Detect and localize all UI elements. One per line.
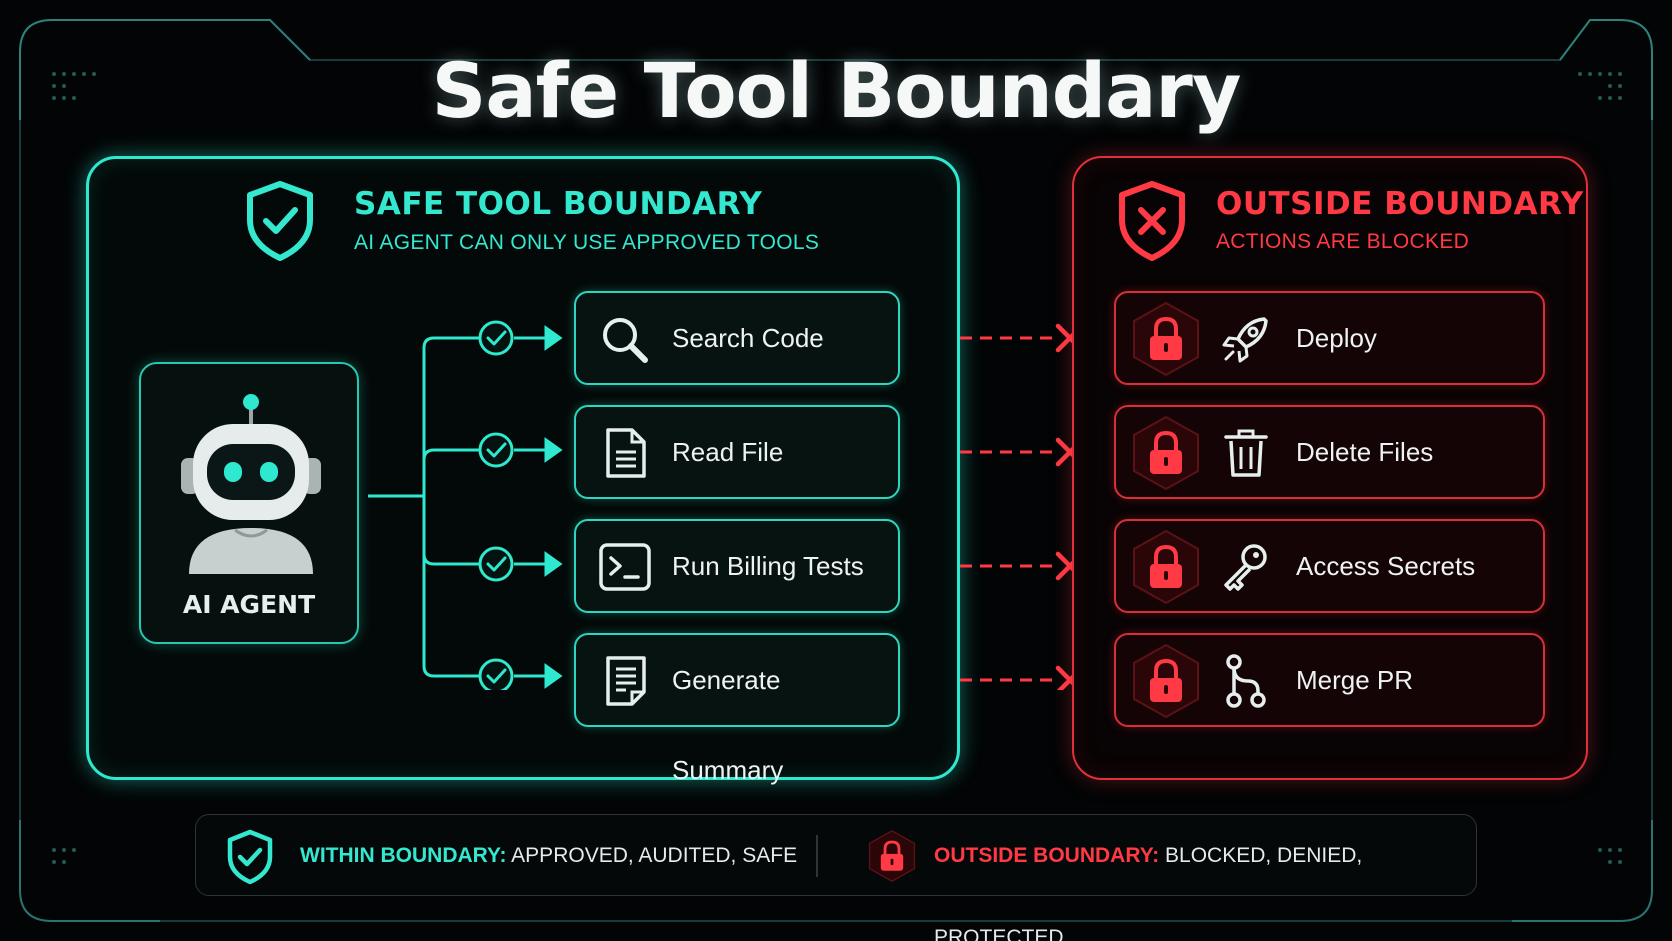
arrow-right-icon (514, 325, 563, 689)
tool-generate-summary[interactable]: Generate Summary (574, 633, 900, 785)
legend-outside-value: BLOCKED, DENIED, PROTECTED (934, 844, 1363, 941)
action-label: Merge PR (1296, 665, 1414, 695)
git-merge-icon (1226, 654, 1266, 708)
blocked-action-merge-pr[interactable]: Merge PR (1114, 633, 1545, 727)
outside-panel-title: OUTSIDE BOUNDARY (1216, 186, 1584, 222)
robot-icon (181, 394, 321, 574)
rocket-icon (1222, 317, 1268, 363)
blocked-action-access-secrets[interactable]: Access Secrets (1114, 519, 1545, 613)
tool-label: Search Code (672, 323, 824, 353)
action-label: Access Secrets (1296, 551, 1476, 581)
agent-connector-tree (368, 320, 563, 690)
tool-label: Generate Summary (672, 665, 784, 785)
terminal-icon (599, 543, 651, 591)
legend-within-value: APPROVED, AUDITED, SAFE (511, 844, 798, 867)
blocked-action-delete-files[interactable]: Delete Files (1114, 405, 1545, 499)
shield-x-icon (1119, 181, 1185, 261)
ai-agent-card[interactable]: AI AGENT (139, 362, 359, 644)
document-icon (606, 428, 646, 478)
outside-panel-subtitle: ACTIONS ARE BLOCKED (1216, 230, 1470, 253)
tool-run-billing-tests[interactable]: Run Billing Tests (574, 519, 900, 613)
lock-icon (1133, 529, 1199, 605)
page-title: Safe Tool Boundary (431, 46, 1242, 135)
lock-icon (1133, 643, 1199, 719)
safe-panel-subtitle: AI AGENT CAN ONLY USE APPROVED TOOLS (354, 231, 820, 254)
action-label: Deploy (1296, 323, 1377, 353)
trash-icon (1224, 429, 1268, 477)
blocked-connectors (960, 323, 1085, 690)
action-label: Delete Files (1296, 437, 1434, 467)
shield-check-icon (247, 181, 313, 261)
ai-agent-label: AI AGENT (182, 590, 316, 619)
legend-divider (816, 835, 818, 877)
lock-icon (1133, 415, 1199, 491)
lock-icon (868, 829, 916, 883)
tool-label: Run Billing Tests (672, 551, 864, 581)
safe-panel-title: SAFE TOOL BOUNDARY (354, 186, 763, 222)
shield-check-icon (227, 829, 273, 885)
summary-document-icon (606, 656, 646, 706)
magnifier-icon (603, 318, 648, 363)
approved-check-icon (478, 320, 514, 690)
tool-label: Read File (672, 437, 784, 467)
legend-bar: WITHIN BOUNDARY: APPROVED, AUDITED, SAFE… (195, 814, 1477, 941)
blocked-action-deploy[interactable]: Deploy (1114, 291, 1545, 385)
tool-read-file[interactable]: Read File (574, 405, 900, 499)
key-icon (1224, 544, 1267, 591)
legend-outside-key: OUTSIDE BOUNDARY: (934, 844, 1160, 867)
tool-search-code[interactable]: Search Code (574, 291, 900, 385)
lock-icon (1133, 301, 1199, 377)
legend-within-key: WITHIN BOUNDARY: (300, 844, 507, 867)
